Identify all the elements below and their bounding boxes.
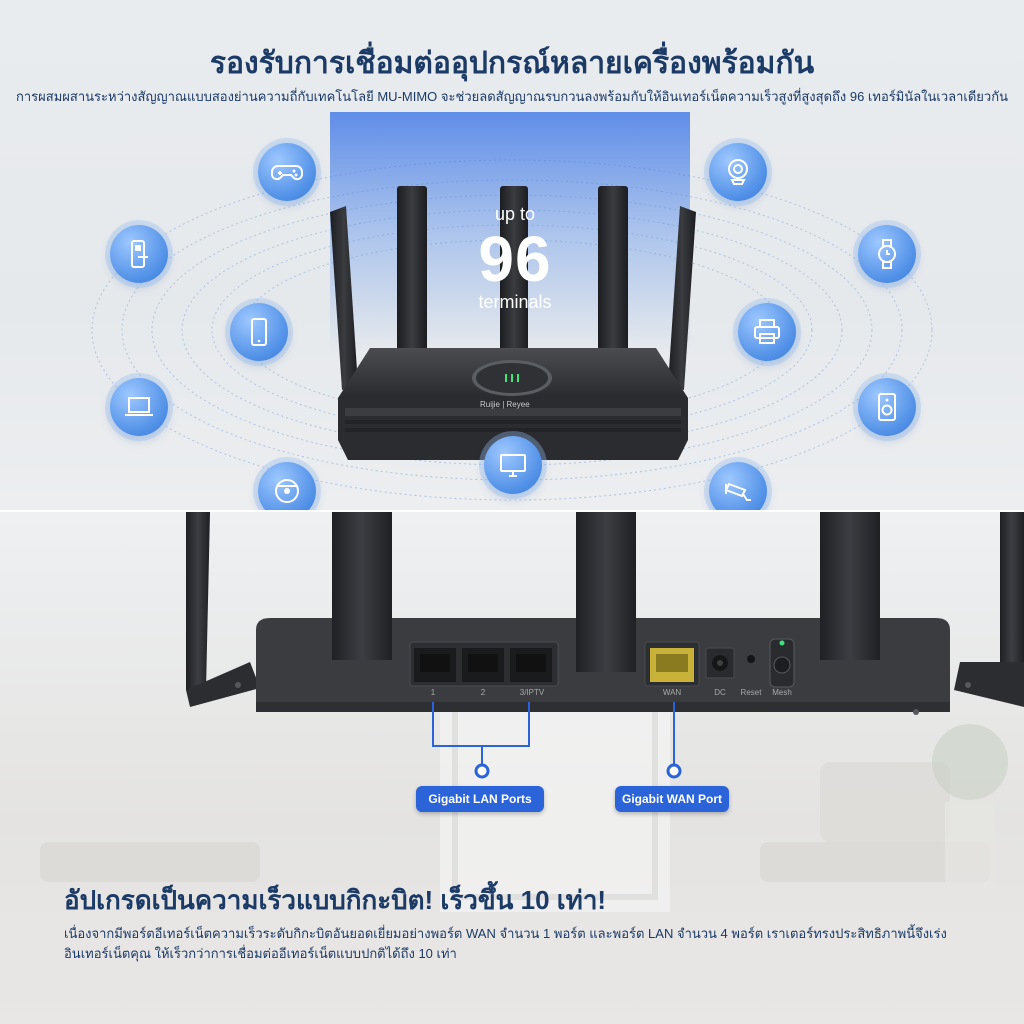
wan-port-label: Gigabit WAN Port (615, 786, 729, 812)
port-label-iptv: 3/IPTV (519, 688, 545, 697)
gigabit-ports-panel: 1 2 3/IPTV WAN DC Reset Mesh Gigabit LAN… (0, 512, 1024, 1024)
router-front-image (330, 186, 696, 460)
router-back-image (186, 512, 1024, 779)
multi-device-panel: รองรับการเชื่อมต่ออุปกรณ์หลายเครื่องพร้อ… (0, 0, 1024, 512)
monitor-icon (484, 436, 542, 494)
page-subtitle: การผสมผสานระหว่างสัญญาณแบบสองย่านความถี่… (16, 89, 1008, 104)
smart-lock-icon (110, 225, 168, 283)
security-camera-icon (709, 462, 767, 512)
speaker-icon (858, 378, 916, 436)
robot-vacuum-icon (258, 462, 316, 512)
living-room-background (0, 692, 1024, 1024)
page-title: รองรับการเชื่อมต่ออุปกรณ์หลายเครื่องพร้อ… (209, 47, 815, 80)
port-label-wan: WAN (662, 688, 682, 697)
port-label-lan1: 1 (430, 688, 436, 697)
smartwatch-icon (858, 225, 916, 283)
terminals-prefix: up to (494, 204, 536, 224)
port-label-mesh: Mesh (772, 688, 792, 697)
port-label-lan2: 2 (480, 688, 486, 697)
gamepad-icon (258, 143, 316, 201)
router-brand: Ruijie | Reyee (480, 400, 530, 409)
terminals-count: 96 (478, 223, 552, 295)
port-label-dc: DC (714, 688, 726, 697)
panel-divider (0, 510, 1024, 513)
port-label-reset: Reset (740, 688, 762, 697)
lan-ports-label: Gigabit LAN Ports (416, 786, 544, 812)
description-line-1: เนื่องจากมีพอร์ตอีเทอร์เน็ตความเร็วระดับ… (64, 926, 947, 941)
section-description: เนื่องจากมีพอร์ตอีเทอร์เน็ตความเร็วระดับ… (64, 924, 964, 964)
terminals-suffix: terminals (478, 292, 552, 312)
description-line-2: อินเทอร์เน็ตคุณ ให้เร็วกว่าการเชื่อมต่ออ… (64, 946, 457, 961)
printer-icon (738, 303, 796, 361)
laptop-icon (110, 378, 168, 436)
section-title: อัปเกรดเป็นความเร็วแบบกิกะบิต! เร็วขึ้น … (64, 885, 607, 915)
webcam-icon (709, 143, 767, 201)
smartphone-icon (230, 303, 288, 361)
